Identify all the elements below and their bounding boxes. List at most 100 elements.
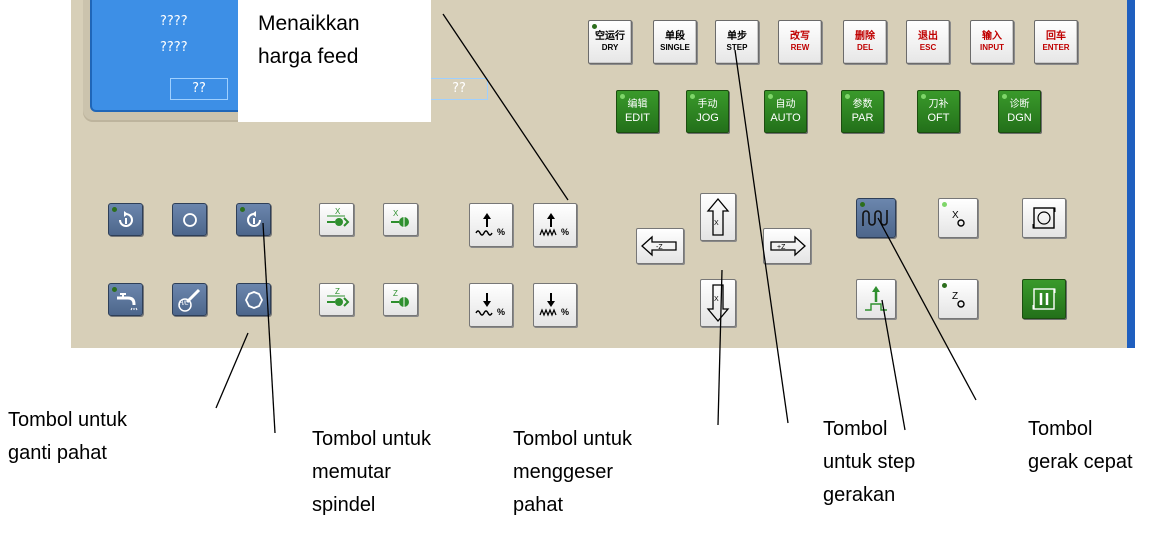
key-label-en: SINGLE — [660, 43, 690, 52]
cycle-start-button[interactable] — [1022, 198, 1066, 238]
spindle-override-up-button[interactable]: % — [469, 203, 513, 247]
key-label-en: PAR — [851, 112, 874, 124]
feed-x-button[interactable]: X — [319, 203, 354, 236]
key-label-en: DRY — [601, 43, 619, 52]
arrow-down-icon: X — [706, 284, 730, 323]
key-label-cn: 回车 — [1046, 31, 1066, 42]
axis-label: -Z — [656, 244, 663, 251]
indicator-led — [860, 202, 865, 207]
spindle-cw-button[interactable] — [108, 203, 143, 236]
panel-right-edge — [1127, 0, 1135, 348]
spindle-gear-hl-button[interactable]: H/L — [172, 283, 207, 316]
key-label-cn: 删除 — [855, 31, 875, 42]
screen-softkey-left[interactable]: ?? — [170, 78, 228, 100]
rapid-wave-icon — [862, 210, 888, 226]
rapid-traverse-button[interactable] — [856, 198, 896, 238]
label-memutar-spindel: Tombol untuk memutar spindel — [312, 428, 431, 516]
key-label-cn: 单段 — [665, 31, 685, 42]
indicator-led — [620, 94, 625, 99]
screen-softkey-right[interactable]: ?? — [430, 78, 488, 100]
spindle-up-percent-icon: % — [475, 213, 505, 237]
axis-label: X — [335, 207, 341, 216]
key-label-en: STEP — [726, 43, 748, 52]
key-label-en: EDIT — [624, 112, 651, 124]
x-home-icon: X — [952, 210, 965, 227]
mode-par-button[interactable]: 参数 PAR — [841, 90, 884, 133]
indicator-led — [240, 207, 245, 212]
single-step-button[interactable] — [856, 279, 896, 319]
hl-gear-icon — [177, 288, 200, 312]
axis-label: X — [393, 209, 399, 218]
key-label-en: REW — [790, 43, 810, 52]
rapid-z-button[interactable]: Z — [383, 283, 418, 316]
key-label-en: OFT — [927, 112, 950, 124]
z-rapid-icon: Z — [390, 289, 409, 308]
jog-plus-x-button[interactable]: X — [700, 279, 736, 327]
key-label-cn: 单步 — [727, 31, 747, 42]
coolant-tap-icon — [116, 292, 137, 310]
z-zero-return-button[interactable]: Z — [938, 279, 978, 319]
axis-label: Z — [952, 291, 958, 302]
feed-override-up-button[interactable]: % — [533, 203, 577, 247]
key-label-en: INPUT — [980, 43, 1004, 52]
jog-minus-x-button[interactable]: X — [700, 193, 736, 241]
axis-label: X — [952, 210, 959, 221]
callout-box — [238, 0, 431, 122]
percent-label: % — [497, 307, 505, 317]
key-label-en: ESC — [919, 43, 937, 52]
z-home-icon: Z — [952, 291, 965, 308]
label-menggeser-pahat: Tombol untuk menggeser pahat — [513, 428, 632, 516]
indicator-led — [845, 94, 850, 99]
label-ganti-pahat: Tombol untuk ganti pahat — [8, 409, 127, 464]
mode-oft-button[interactable]: 刀补 OFT — [917, 90, 960, 133]
axis-label: X — [714, 220, 719, 227]
indicator-led — [112, 287, 117, 292]
indicator-led — [112, 207, 117, 212]
feed-hold-icon — [1032, 288, 1056, 310]
spindle-stop-button[interactable] — [172, 203, 207, 236]
feed-z-button[interactable]: Z — [319, 283, 354, 316]
screen-text-line-2: ???? — [160, 40, 188, 55]
indicator-led — [942, 283, 947, 288]
label-step-gerakan: Tombol untuk step gerakan — [823, 418, 916, 506]
key-label-cn: 输入 — [982, 31, 1002, 42]
indicator-led — [690, 94, 695, 99]
key-label-cn: 参数 — [852, 99, 873, 110]
tool-change-button[interactable] — [236, 283, 271, 316]
key-label-en: DGN — [1007, 112, 1032, 124]
x-zero-return-button[interactable]: X — [938, 198, 978, 238]
percent-label: % — [561, 227, 569, 237]
arrow-right-icon: +Z — [770, 235, 806, 257]
indicator-led — [768, 94, 773, 99]
jog-plus-z-button[interactable]: +Z — [763, 228, 811, 264]
feed-down-percent-icon: % — [539, 293, 569, 317]
spindle-override-down-button[interactable]: % — [469, 283, 513, 327]
jog-minus-z-button[interactable]: -Z — [636, 228, 684, 264]
indicator-led — [942, 202, 947, 207]
key-label-cn: 改写 — [790, 31, 810, 42]
coolant-button[interactable] — [108, 283, 143, 316]
key-label-cn: 刀补 — [928, 99, 949, 110]
key-label-cn: 退出 — [918, 31, 938, 42]
rotate-ccw-icon — [246, 210, 261, 227]
indicator-led — [921, 94, 926, 99]
circle-stop-icon — [182, 212, 197, 227]
feed-override-down-button[interactable]: % — [533, 283, 577, 327]
step-arrow-icon — [865, 286, 887, 311]
rapid-x-button[interactable]: X — [383, 203, 418, 236]
z-feed-icon: Z — [326, 287, 349, 307]
feed-hold-button[interactable] — [1022, 279, 1066, 319]
spindle-ccw-button[interactable] — [236, 203, 271, 236]
